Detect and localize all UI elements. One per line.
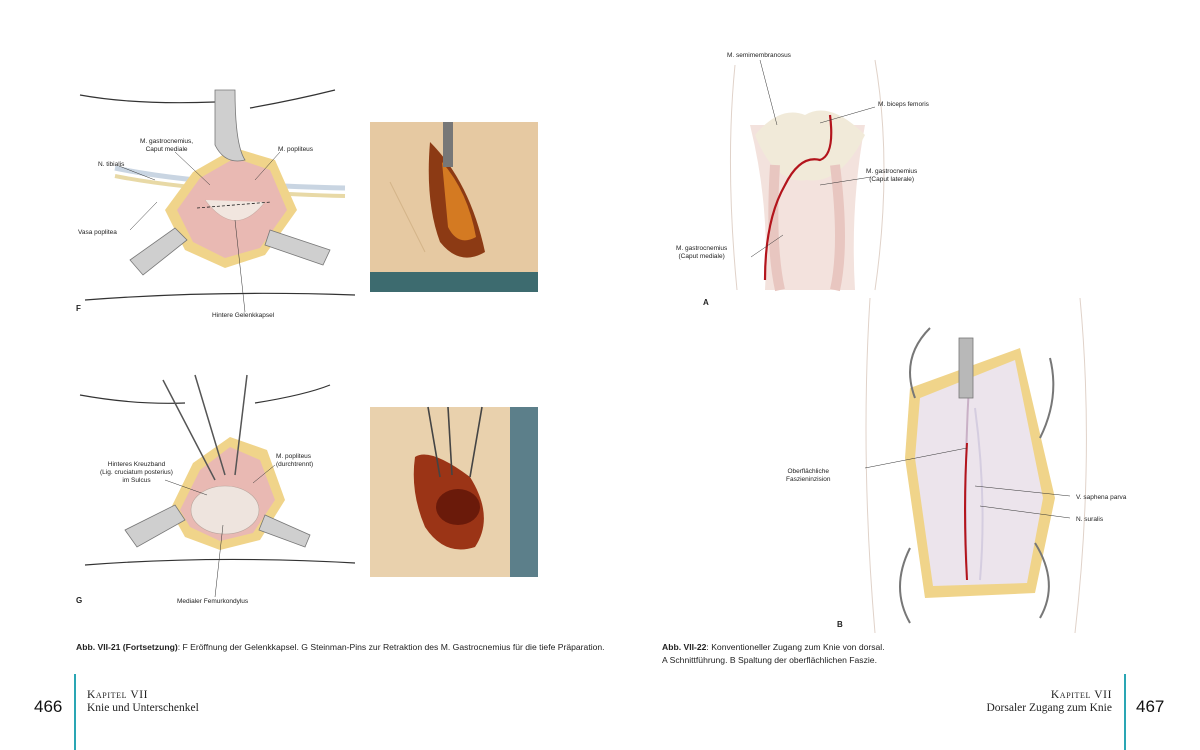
caption-fig-vii-21: Abb. VII-21 (Fortsetzung): F Eröffnung d… — [76, 641, 636, 654]
chapter-header-right: Kapitel VII Dorsaler Zugang zum Knie — [986, 689, 1112, 715]
illustration-g — [79, 374, 356, 598]
chapter-header-left: Kapitel VII Knie und Unterschenkel — [87, 689, 199, 715]
label-kreuzband: Hinteres Kreuzband (Lig. cruciatum poste… — [100, 461, 173, 484]
label-saphena: V. saphena parva — [1076, 494, 1127, 501]
label-vasa-poplitea: Vasa poplitea — [78, 229, 117, 236]
chapter-label-right: Kapitel VII — [1050, 689, 1112, 701]
figure-letter-f: F — [76, 304, 81, 313]
label-incision: Oberflächliche Faszieninzision — [786, 468, 831, 483]
label-gastrocnemius-medial: M. gastrocnemius, Caput mediale — [140, 138, 194, 153]
label-gastrocnemius-medial-a: M. gastrocnemius (Caput mediale) — [676, 245, 728, 260]
chapter-label: Kapitel VII — [87, 689, 149, 701]
photo-g — [370, 406, 538, 577]
chapter-title: Knie und Unterschenkel — [87, 702, 199, 714]
label-gastrocnemius-lateral: M. gastrocnemius (Caput laterale) — [866, 168, 918, 183]
illustration-a — [729, 59, 885, 292]
caption-bold: Abb. VII-21 (Fortsetzung) — [76, 642, 178, 652]
caption-fig-vii-22: Abb. VII-22: Konventioneller Zugang zum … — [662, 641, 1082, 667]
label-condyle: Medialer Femurkondylus — [177, 598, 249, 605]
photo-f — [370, 122, 538, 292]
illustration-f — [79, 89, 356, 313]
caption-line2-right: A Schnittführung. B Spaltung der oberflä… — [662, 655, 877, 665]
caption-bold-right: Abb. VII-22 — [662, 642, 707, 652]
label-capsule: Hintere Gelenkkapsel — [212, 312, 275, 319]
label-semimembranosus: M. semimembranosus — [727, 52, 791, 59]
page-number-right: 467 — [1136, 697, 1165, 716]
label-biceps: M. biceps femoris — [878, 101, 929, 108]
label-popliteus-cut: M. popliteus (durchtrennt) — [276, 453, 314, 468]
footer-rule-left — [74, 674, 76, 750]
label-tibialis: N. tibialis — [98, 161, 125, 168]
footer-rule-right — [1124, 674, 1126, 750]
illustration-b — [864, 297, 1087, 634]
figure-letter-b: B — [837, 620, 843, 629]
caption-text-right: : Konventioneller Zugang zum Knie von do… — [706, 642, 885, 652]
label-suralis: N. suralis — [1076, 516, 1104, 523]
page-number-left: 466 — [34, 697, 63, 716]
label-popliteus: M. popliteus — [278, 146, 314, 153]
caption-text: : F Eröffnung der Gelenkkapsel. G Steinm… — [177, 642, 605, 652]
figure-letter-a: A — [703, 298, 709, 307]
chapter-title-right: Dorsaler Zugang zum Knie — [986, 702, 1112, 714]
figure-letter-g: G — [76, 596, 83, 605]
